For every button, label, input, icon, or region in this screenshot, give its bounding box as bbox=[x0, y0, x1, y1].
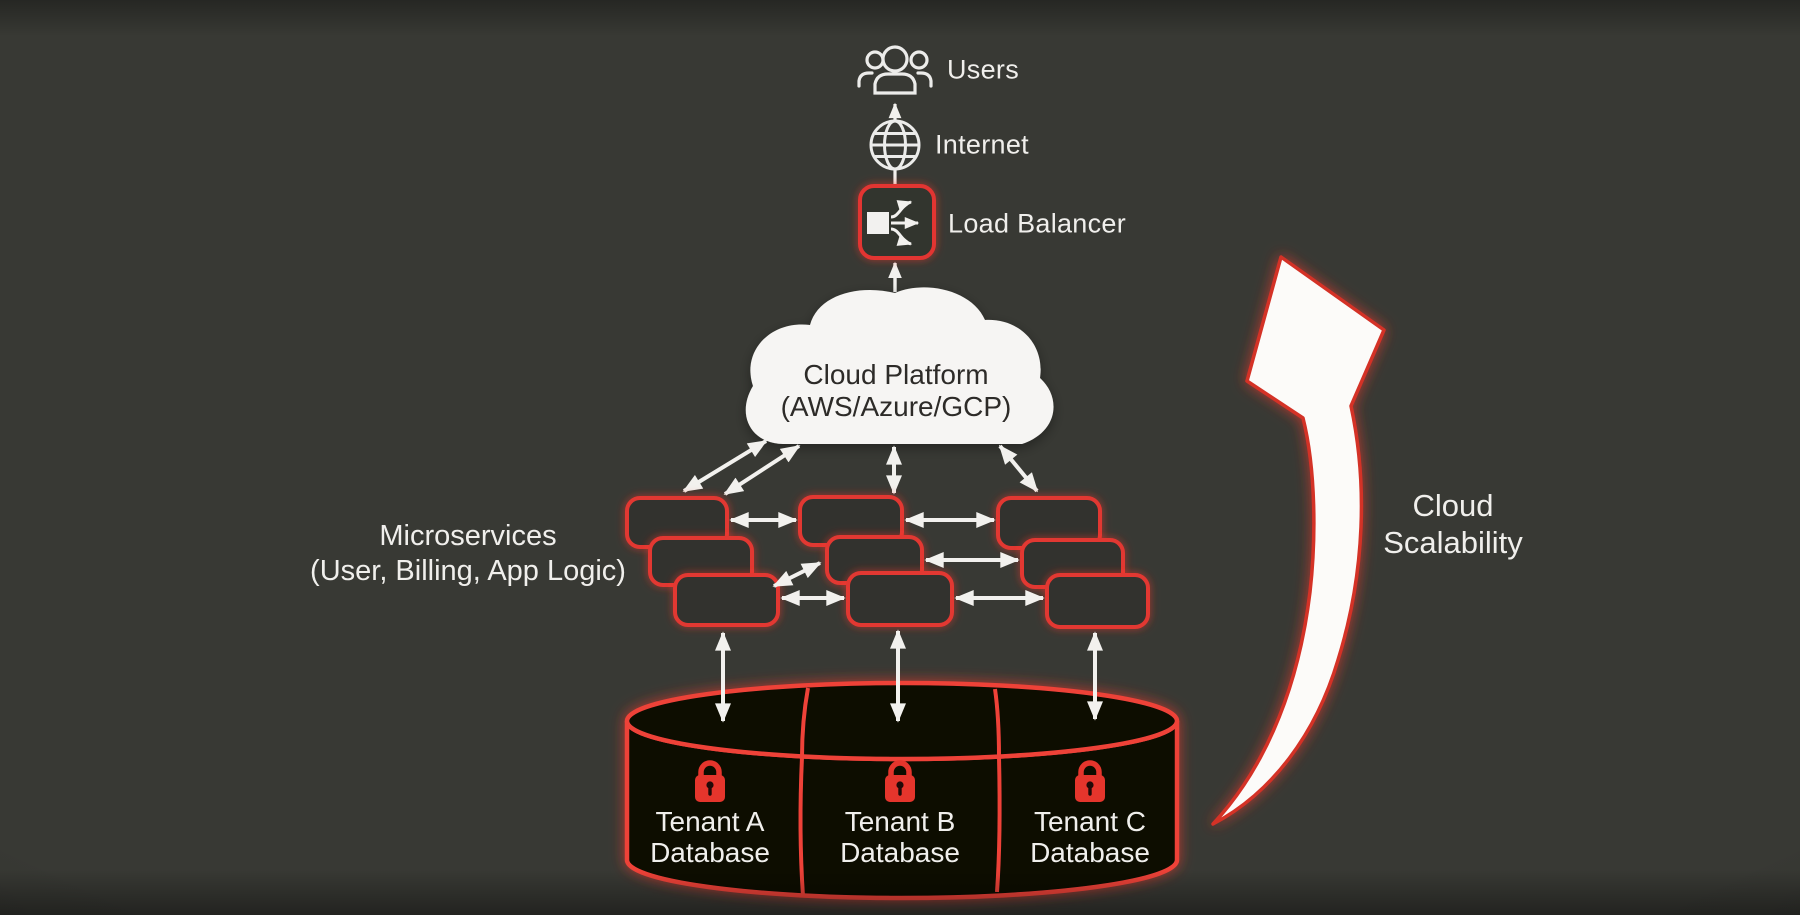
tenant-c-line2: Database bbox=[1030, 837, 1150, 868]
microservices-label: Microservices (User, Billing, App Logic) bbox=[310, 519, 626, 589]
cloud-scalability-line1: Cloud bbox=[1412, 488, 1494, 523]
microservice-box bbox=[846, 571, 954, 627]
cloud-platform-line2: (AWS/Azure/GCP) bbox=[780, 391, 1012, 422]
users-icon bbox=[857, 45, 933, 95]
cloud-scalability-line2: Scalability bbox=[1383, 525, 1523, 560]
tenant-a-label: Tenant A Database bbox=[650, 806, 770, 868]
microservice-box bbox=[673, 573, 780, 627]
microservices-cluster bbox=[625, 495, 1150, 629]
cloud-service-arrows bbox=[682, 439, 1039, 496]
cloud-platform-label: Cloud Platform (AWS/Azure/GCP) bbox=[781, 359, 1012, 423]
users-label: Users bbox=[947, 54, 1020, 85]
globe-icon bbox=[869, 119, 921, 171]
tenant-a-line2: Database bbox=[650, 837, 770, 868]
tenant-c-line1: Tenant C bbox=[1033, 806, 1147, 837]
tenant-b-line1: Tenant B bbox=[844, 806, 956, 837]
microservices-line2: (User, Billing, App Logic) bbox=[310, 555, 626, 587]
microservices-line1: Microservices bbox=[379, 520, 557, 552]
load-balancer-node bbox=[858, 184, 936, 260]
tenant-a-line1: Tenant A bbox=[655, 806, 765, 837]
scalability-arrow bbox=[1211, 255, 1386, 826]
tenant-b-label: Tenant B Database bbox=[840, 806, 960, 868]
cloud-scalability-label: Cloud Scalability bbox=[1383, 487, 1523, 561]
internet-label: Internet bbox=[935, 129, 1029, 160]
tenant-c-label: Tenant C Database bbox=[1030, 806, 1150, 868]
load-balancer-label: Load Balancer bbox=[948, 208, 1127, 239]
cloud-platform-line1: Cloud Platform bbox=[803, 359, 989, 390]
microservice-box bbox=[1045, 573, 1150, 629]
tenant-b-line2: Database bbox=[840, 837, 960, 868]
